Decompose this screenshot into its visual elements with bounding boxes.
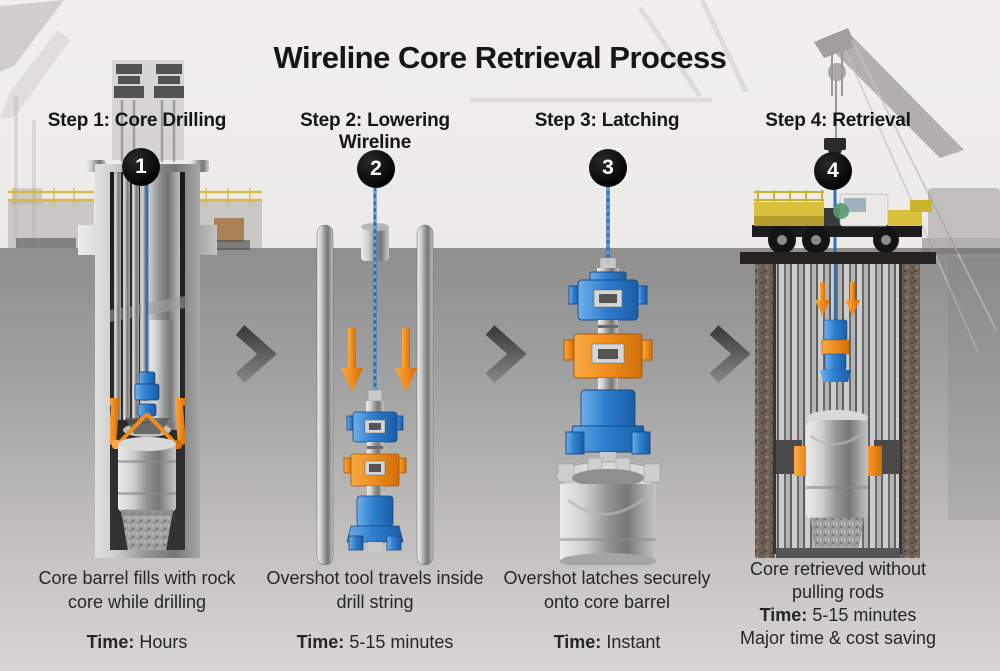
step4-time: Time:5-15 minutes bbox=[726, 604, 950, 627]
step2-caption: Overshot tool travels inside drill strin… bbox=[266, 568, 484, 612]
time-value: 5-15 minutes bbox=[349, 632, 454, 652]
step2-lowering-wireline-illustration bbox=[316, 170, 434, 565]
drill-mast-top bbox=[114, 64, 184, 98]
latch-tool bbox=[134, 371, 160, 417]
step1-caption: Core barrel fills with rock core while d… bbox=[38, 568, 236, 612]
down-arrow-icon-small bbox=[815, 282, 860, 316]
step3-number-badge: 3 bbox=[589, 149, 627, 187]
page-title: Wireline Core Retrieval Process bbox=[273, 40, 727, 75]
step1-time: Time:Hours bbox=[27, 632, 247, 653]
time-label: Time: bbox=[86, 632, 135, 652]
chevron-right-icon bbox=[485, 325, 527, 383]
ghost-crane-base bbox=[922, 188, 1000, 254]
surface-pad bbox=[740, 252, 936, 264]
step2-header: Step 2: Lowering Wireline bbox=[300, 110, 450, 153]
step3-caption: Overshot latches securely onto core barr… bbox=[503, 568, 711, 612]
rock-core-bit bbox=[120, 509, 174, 550]
step3-header: Step 3: Latching bbox=[534, 110, 680, 131]
crane-truck bbox=[752, 190, 932, 254]
step4-caption: Core retrieved without pulling rods bbox=[749, 559, 927, 602]
time-label: Time: bbox=[296, 632, 345, 652]
truck-railing bbox=[754, 190, 824, 203]
overshot-tool bbox=[343, 389, 407, 552]
borehole bbox=[755, 264, 920, 558]
down-arrow-icon bbox=[341, 328, 417, 392]
step-column-2: Step 2: Lowering Wireline 2 Overshot too… bbox=[265, 0, 485, 671]
time-value: 5-15 minutes bbox=[812, 605, 917, 625]
overshot-tool-small bbox=[820, 319, 851, 382]
step-column-1: Step 1: Core Drilling 1 Core barrel fill… bbox=[27, 0, 247, 671]
step-column-4: Step 4: Retrieval 4 Core retrieved witho… bbox=[726, 0, 950, 671]
truck-wheels bbox=[768, 226, 899, 254]
core-barrel bbox=[118, 437, 176, 512]
time-value: Instant bbox=[606, 632, 661, 652]
step-column-3: Step 3: Latching 3 Overshot latches secu… bbox=[497, 0, 717, 671]
core-barrel-spearhead bbox=[555, 457, 661, 565]
time-label: Time: bbox=[553, 632, 602, 652]
downhole-assembly bbox=[110, 172, 185, 550]
step3-time: Time:Instant bbox=[497, 632, 717, 653]
drill-string-rods bbox=[316, 224, 434, 565]
overshot-tool-large bbox=[563, 257, 653, 464]
step1-header: Step 1: Core Drilling bbox=[47, 110, 227, 131]
step1-number-badge: 1 bbox=[122, 148, 160, 186]
step2-number-badge: 2 bbox=[357, 150, 395, 188]
chevron-right-icon bbox=[709, 325, 751, 383]
chevron-right-icon bbox=[235, 325, 277, 383]
step4-retrieval-illustration bbox=[740, 138, 936, 558]
step4-number-badge: 4 bbox=[814, 152, 852, 190]
retrieved-core-barrel bbox=[806, 410, 868, 549]
step2-time: Time:5-15 minutes bbox=[265, 632, 485, 653]
step3-latching-illustration bbox=[555, 160, 661, 565]
hose-coil bbox=[833, 203, 849, 219]
step4-caption-block: Core retrieved without pulling rods Time… bbox=[726, 558, 950, 650]
step4-header: Step 4: Retrieval bbox=[765, 110, 911, 131]
core-barrel-body bbox=[560, 484, 656, 562]
ghost-crane-boom bbox=[814, 28, 997, 353]
time-label: Time: bbox=[759, 605, 808, 625]
step1-core-drilling-illustration bbox=[8, 60, 262, 558]
time-value: Hours bbox=[139, 632, 188, 652]
step4-extra-note: Major time & cost saving bbox=[739, 628, 937, 648]
ghost-side-equipment bbox=[8, 188, 262, 250]
